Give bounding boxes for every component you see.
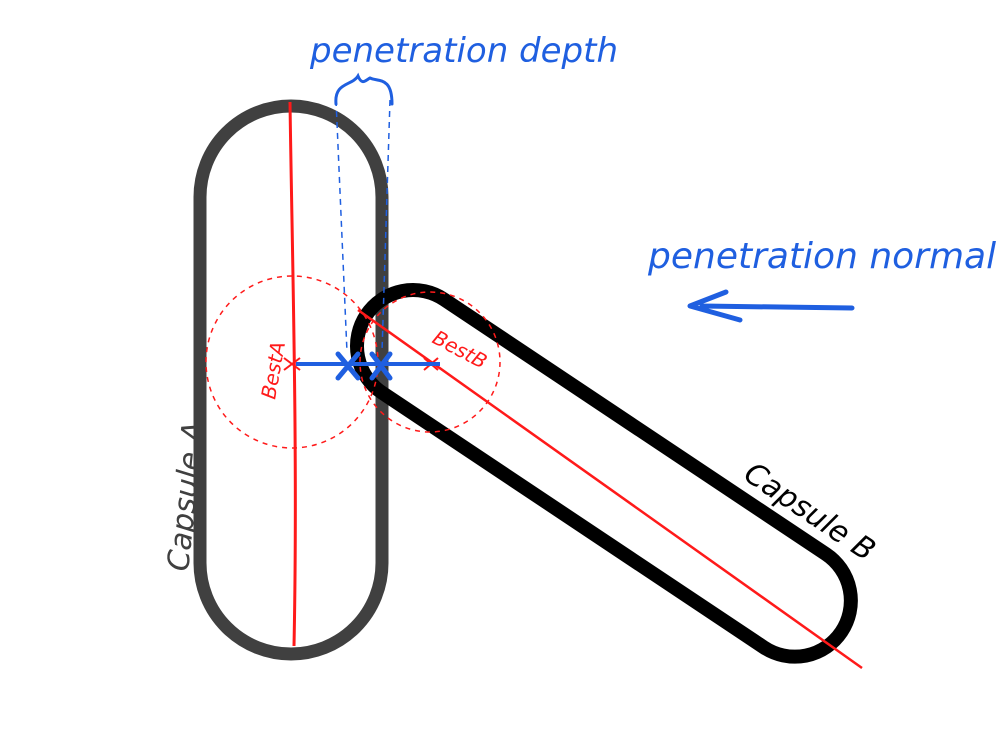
capsule-a-axis [288, 101, 297, 647]
best-a-label: BestA [256, 340, 290, 401]
penetration-normal-label: penetration normal [647, 236, 996, 277]
capsule-b-axis [357, 308, 863, 670]
depth-guide-right [381, 99, 391, 353]
intersection-marker-left [335, 351, 361, 381]
intersection-marker-right [369, 351, 393, 381]
best-a-marker [283, 357, 301, 371]
depth-brace [334, 72, 394, 106]
penetration-depth-label: penetration depth [309, 31, 618, 71]
penetration-normal-arrow [687, 289, 855, 323]
capsule-b-radius-circle [359, 291, 501, 433]
depth-guide-left [335, 99, 348, 353]
